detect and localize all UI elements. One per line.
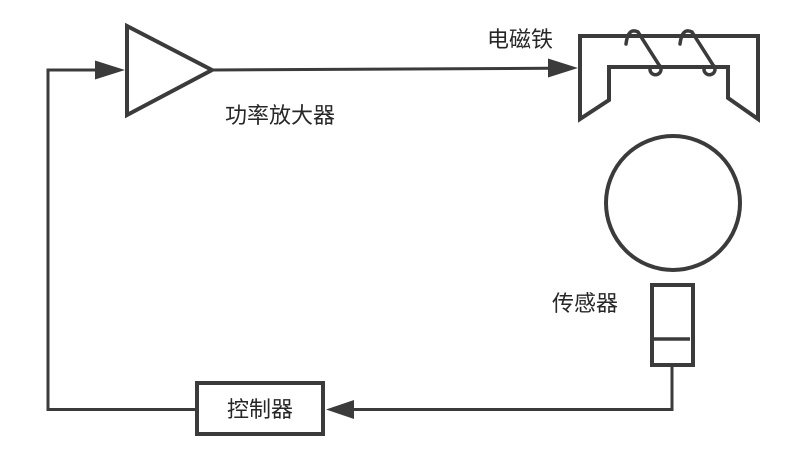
electromagnet-core (578, 34, 760, 123)
line-sensor-to-controller (352, 367, 674, 411)
levitated-ball (604, 134, 742, 272)
coil-winding-2 (678, 29, 717, 77)
electromagnet-label: 电磁铁 (487, 27, 553, 52)
power-amplifier-triangle (125, 22, 217, 119)
coil-winding-1 (624, 29, 663, 77)
feedback-line-controller-to-amplifier (46, 68, 197, 411)
controller-label: 控制器 (227, 397, 293, 422)
arrowhead-into-amplifier (95, 60, 125, 80)
arrowhead-into-controller (326, 400, 354, 419)
sensor-label: 传感器 (552, 291, 618, 316)
sensor-box (650, 283, 695, 367)
controller-box (195, 381, 325, 436)
arrowhead-into-electromagnet (548, 58, 578, 78)
power-amplifier-label: 功率放大器 (225, 103, 335, 128)
line-amplifier-to-electromagnet (211, 66, 551, 72)
